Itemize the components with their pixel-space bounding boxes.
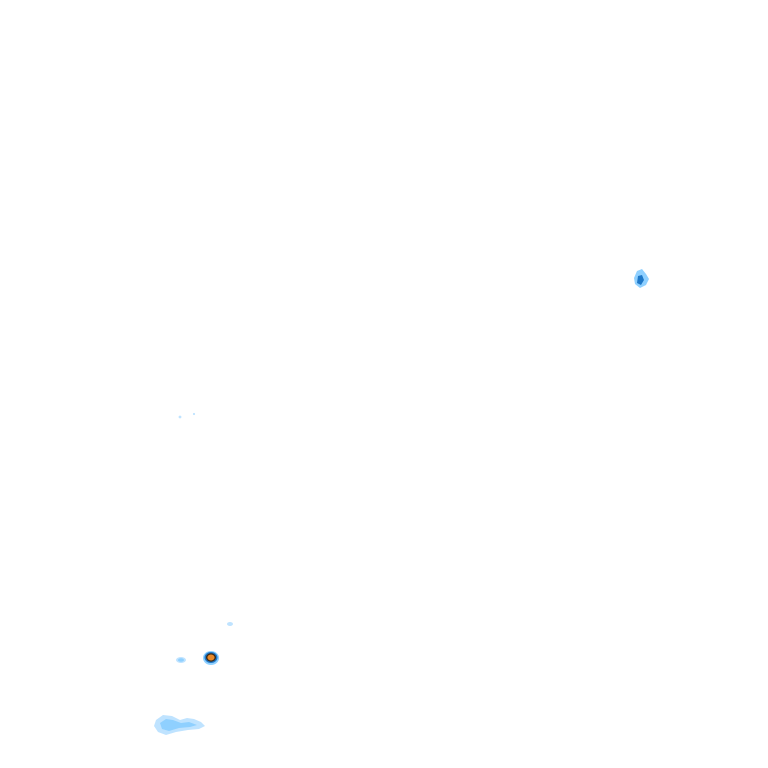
precip-cell-northeast	[634, 269, 649, 288]
precip-speck	[178, 415, 182, 419]
precip-specks-west	[178, 412, 196, 419]
precip-cell-small	[176, 657, 186, 663]
precip-speck-south	[227, 622, 233, 626]
precip-cell-northeast-core	[637, 275, 644, 285]
precip-speck	[227, 622, 233, 626]
precip-band-southwest-inner	[160, 719, 197, 731]
precip-speck	[192, 412, 196, 416]
precip-cell-small-inner	[178, 658, 184, 662]
precip-cell-heavy	[203, 651, 219, 665]
precip-band-southwest	[154, 715, 205, 735]
precip-cell-heavy-core	[207, 654, 215, 661]
